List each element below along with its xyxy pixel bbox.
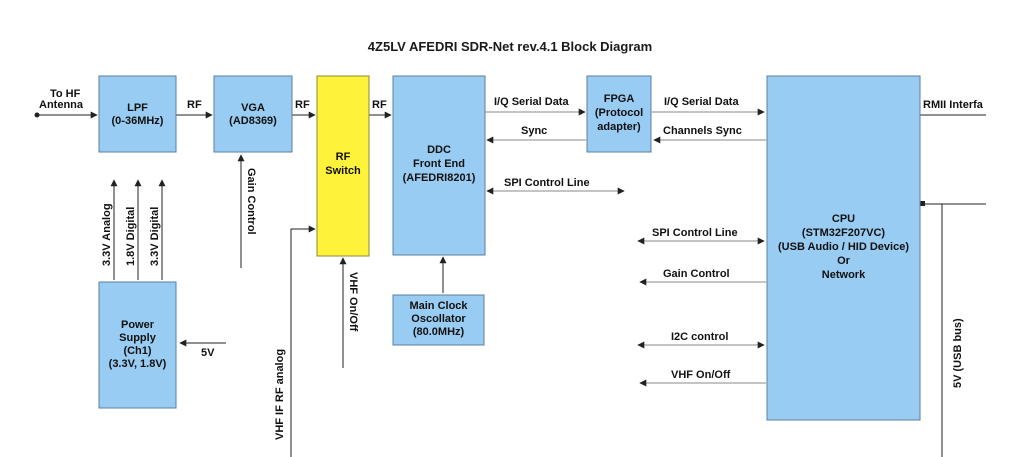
cpu-title: CPU <box>832 213 855 225</box>
iq-serial-label-1: I/Q Serial Data <box>494 96 569 108</box>
sync-label: Sync <box>521 125 547 137</box>
clock-title: Main Clock <box>409 300 468 312</box>
clock-block: Main Clock Oscollator (80.0MHz) <box>392 294 485 346</box>
rail-33v-digital-label: 3.3V Digital <box>149 207 161 266</box>
lpf-subtitle: (0-36MHz) <box>112 115 164 127</box>
iq-serial-label-2: I/Q Serial Data <box>664 96 739 108</box>
vhf-if-rf-label: VHF IF RF analog <box>274 349 286 440</box>
vhf-cpu-label: VHF On/Off <box>671 369 731 381</box>
fpga-subtitle-2: adapter) <box>597 121 641 133</box>
clock-subtitle: Oscollator <box>411 313 466 325</box>
power-title: Power <box>121 319 155 331</box>
spi-cpu-label: SPI Control Line <box>652 227 738 239</box>
fpga-title: FPGA <box>604 93 635 105</box>
ddc-title: DDC <box>427 144 451 156</box>
power-title-2: Supply <box>119 332 157 344</box>
vga-title: VGA <box>241 102 265 114</box>
rf-switch-subtitle: Switch <box>325 165 361 177</box>
i2c-label: I2C control <box>671 331 728 343</box>
cpu-or: Or <box>837 255 851 267</box>
cpu-network: Network <box>822 269 866 281</box>
gain-cpu-label: Gain Control <box>663 268 730 280</box>
cpu-part: (STM32F207VC) <box>802 227 885 239</box>
vhf-onoff-vertical-label: VHF On/Off <box>347 272 359 332</box>
ddc-part: (AFEDRI8201) <box>403 172 476 184</box>
lpf-block: LPF (0-36MHz) <box>98 75 177 153</box>
power-supply-block: Power Supply (Ch1) (3.3V, 1.8V) <box>98 281 177 409</box>
ddc-block: DDC Front End (AFEDRI8201) <box>392 75 486 256</box>
rf-switch-title: RF <box>336 151 351 163</box>
rail-33v-analog-label: 3.3V Analog <box>101 203 113 266</box>
rf-label-1: RF <box>187 99 202 111</box>
lpf-title: LPF <box>127 102 148 114</box>
vga-block: VGA (AD8369) <box>213 75 293 153</box>
to-hf-label: To HF <box>50 88 81 100</box>
spi-ddc-label: SPI Control Line <box>504 177 590 189</box>
gain-control-vertical-label: Gain Control <box>245 168 257 235</box>
clock-frequency: (80.0MHz) <box>413 326 465 338</box>
usb-bus-terminal <box>920 201 925 206</box>
cpu-block: CPU (STM32F207VC) (USB Audio / HID Devic… <box>766 75 921 421</box>
fpga-block: FPGA (Protocol adapter) <box>586 75 652 153</box>
vga-subtitle: (AD8369) <box>229 115 277 127</box>
channels-sync-label: Channels Sync <box>663 125 742 137</box>
rf-label-2: RF <box>295 99 310 111</box>
fpga-subtitle: (Protocol <box>595 107 643 119</box>
diagram-title: 4Z5LV AFEDRI SDR-Net rev.4.1 Block Diagr… <box>368 39 652 54</box>
vhf-if-line <box>290 225 316 457</box>
rmii-label: RMII Interfa <box>923 99 984 111</box>
power-voltages: (3.3V, 1.8V) <box>109 358 167 370</box>
5v-label: 5V <box>201 347 215 359</box>
rf-switch-block: RF Switch <box>316 75 370 257</box>
antenna-label: Antenna <box>39 99 84 111</box>
cpu-usb: (USB Audio / HID Device) <box>778 241 909 253</box>
usb-bus-label: 5V (USB bus) <box>952 318 964 388</box>
rf-label-3: RF <box>372 99 387 111</box>
ddc-subtitle: Front End <box>413 158 465 170</box>
power-channel: (Ch1) <box>123 345 151 357</box>
rail-18v-digital-label: 1.8V Digital <box>125 207 137 266</box>
